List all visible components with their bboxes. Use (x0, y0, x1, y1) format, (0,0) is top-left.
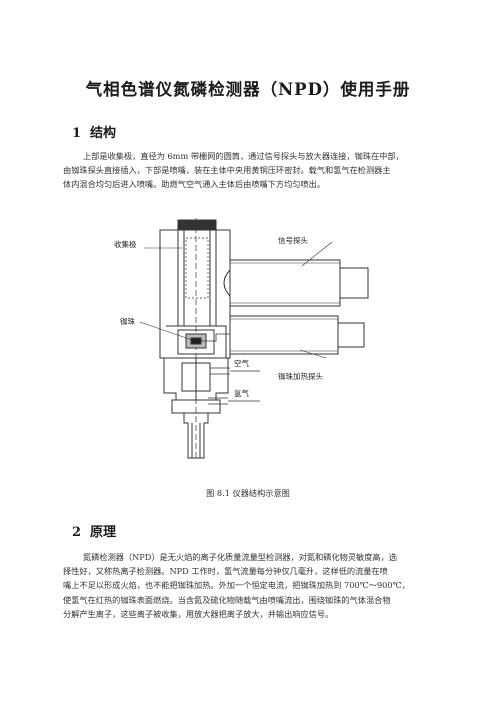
section-2-heading: 2 原理 (72, 521, 116, 540)
label-hydrogen: 氢气 (234, 388, 249, 398)
section-1-heading: 1 结构 (72, 122, 116, 141)
paragraph-line: 嘴上不足以形成火焰，也不能把铷珠加热。外加一个恒定电流，把铷珠加热到 700℃～… (63, 580, 410, 591)
section-1-number: 1 (72, 126, 82, 141)
label-signal-probe: 信号探头 (278, 235, 308, 245)
label-heater-probe: 铷珠加热探头 (278, 371, 323, 381)
label-bead: 铷珠 (120, 316, 135, 326)
figure-caption: 图 8.1 仪器结构示意图 (206, 488, 290, 498)
paragraph-line: 体内混合均匀后进入喷嘴。助燃气空气通入主体后由喷嘴下方均匀喷出。 (63, 179, 326, 190)
section-1-paragraph: 上部是收集极，直径为 6mm 带栅网的圆筒，通过信号探头与放大器连接，铷珠在中部… (63, 149, 435, 192)
paragraph-line: 上部是收集极，直径为 6mm 带栅网的圆筒，通过信号探头与放大器连接，铷珠在中部… (83, 151, 404, 161)
section-2-title: 原理 (90, 525, 117, 540)
section-2-number: 2 (72, 525, 82, 540)
page-title: 气相色谱仪氮磷检测器（NPD）使用手册 (85, 80, 411, 99)
paragraph-line: 使氢气在红热的铷珠表面燃烧。当含氮及硫化物随载气由喷嘴流出，围绕铷珠的气体混合物 (63, 594, 391, 605)
bead-leader (139, 321, 193, 341)
label-collector: 收集极 (114, 239, 137, 249)
section-1-title: 结构 (90, 126, 117, 141)
signal-probe-leader (301, 241, 333, 267)
label-air: 空气 (234, 358, 249, 368)
paragraph-line: 氮磷检测器（NPD）是无火焰的离子化质量流量型检测器，对氮和磷化物灵敏度高，选 (83, 552, 397, 562)
paragraph-line: 由铷珠探头直接插入，下部是喷嘴，装在主体中央用黄铜压环密封。载气和氢气在检测器主 (63, 165, 391, 176)
heater-probe-body (230, 315, 339, 355)
structure-diagram: 收集极 铷珠 信号探头 空气 氢气 铷珠加热探头 (100, 208, 400, 480)
heater-probe-leader (299, 349, 327, 359)
paragraph-line: 择性好，又称热离子检测器。NPD 工作时，氢气流量每分钟仅几毫升，这样低的流量在… (63, 566, 388, 577)
section-2-paragraph: 氮磷检测器（NPD）是无火焰的离子化质量流量型检测器，对氮和磷化物灵敏度高，选 … (63, 550, 435, 621)
signal-probe-body (230, 259, 341, 307)
bead-element (190, 337, 202, 345)
detector-housing (159, 229, 231, 359)
detector-top-cap (177, 219, 217, 231)
paragraph-line: 分解产生离子，这些离子被收集，用放大器把离子放大，并输出响应信号。 (63, 608, 334, 619)
